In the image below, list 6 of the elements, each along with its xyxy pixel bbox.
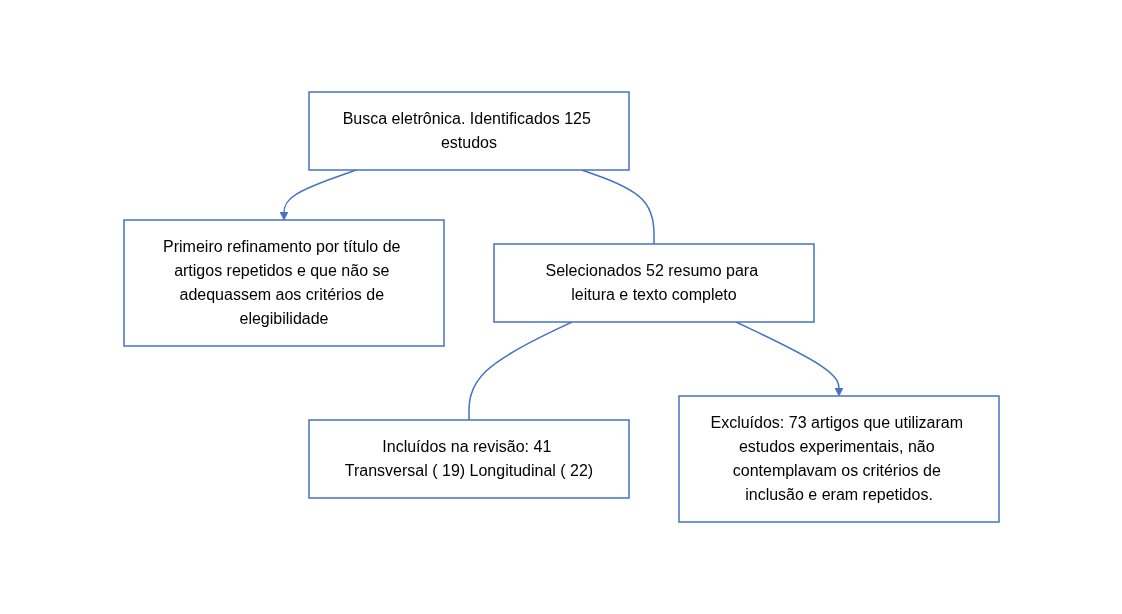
node-box: Primeiro refinamento por título de artigos repetidos e que não se adequassem aos critérios de elegibilidade (122, 219, 445, 347)
node-box: Busca eletrônica. Identificados 125 estudos (307, 91, 630, 171)
connector (467, 321, 573, 421)
node-box: Incluídos na revisão: 41 Transversal ( 19) Longitudinal ( 22) (307, 419, 630, 499)
node-box: Excluídos: 73 artigos que utilizaram estudos experimentais, não contemplavam os critérios de inclusão e eram repetidos. (677, 395, 1000, 523)
node-box: Selecionados 52 resumo para leitura e texto completo (492, 243, 815, 323)
